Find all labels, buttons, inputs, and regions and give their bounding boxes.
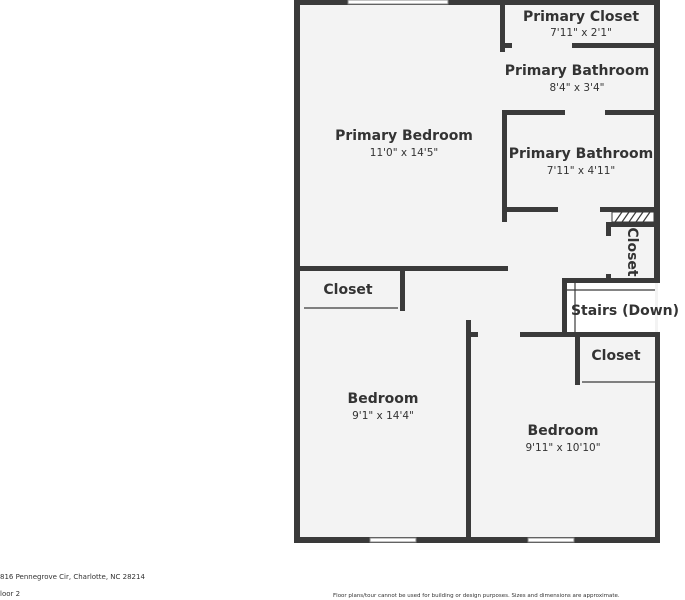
closet-wall-left [500,0,505,48]
bedroom-door [502,222,507,266]
outer-wall-left [294,0,300,543]
bedroom-right-wall [502,110,507,268]
stairs-left [562,278,567,335]
room-name-primary-bedroom: Primary Bedroom [335,128,473,144]
stairs-top [562,278,660,283]
closet-lr-wall [575,337,580,385]
room-dim-primary-bath-lower: 7'11" x 4'11" [547,165,615,177]
window-bottom-left [369,537,417,543]
window-bottom-right [527,537,575,543]
room-name-bedroom-right: Bedroom [528,423,599,439]
room-name-closet-right: Closet [624,227,640,277]
room-dim-primary-bedroom: 11'0" x 14'5" [370,147,438,159]
bedroom-right-door [478,332,520,337]
footer-floor: loor 2 [0,590,21,598]
bath-door-top [565,110,605,115]
wall-segment [500,48,505,52]
room-name-primary-closet: Primary Closet [523,9,639,25]
room-name-bedroom-left: Bedroom [348,391,419,407]
closet-wall-bottom [500,43,658,48]
bedroom-left-top [294,266,508,271]
footer-disclaimer: Floor plans/tour cannot be used for buil… [333,593,620,599]
closet-right-top [606,222,658,227]
stairs-area [567,283,655,332]
closet-door [512,43,572,48]
outer-wall-bottom [294,537,660,543]
room-dim-bedroom-left: 9'1" x 14'4" [352,410,414,422]
room-name-closet-left: Closet [323,282,373,298]
outer-wall-right-upper [654,0,660,280]
closet-right-door [606,236,611,274]
outer-wall-top [294,0,658,5]
outer-wall-right-lower [655,335,660,543]
closet-left-wall [400,271,405,311]
room-dim-primary-closet: 7'11" x 2'1" [550,27,612,39]
window-top [347,0,449,5]
bath-door-bottom [558,207,600,212]
room-dim-primary-bath-upper: 8'4" x 3'4" [549,82,604,94]
room-name-primary-bath-upper: Primary Bathroom [505,63,649,79]
room-name-primary-bath-lower: Primary Bathroom [509,146,653,162]
room-dim-bedroom-right: 9'11" x 10'10" [525,442,600,454]
room-name-stairs: Stairs (Down) [571,303,679,319]
room-name-closet-lower-right: Closet [591,348,641,364]
footer-address: 816 Pennegrove Cir, Charlotte, NC 28214 [0,573,145,581]
bedroom-divider [466,320,471,540]
